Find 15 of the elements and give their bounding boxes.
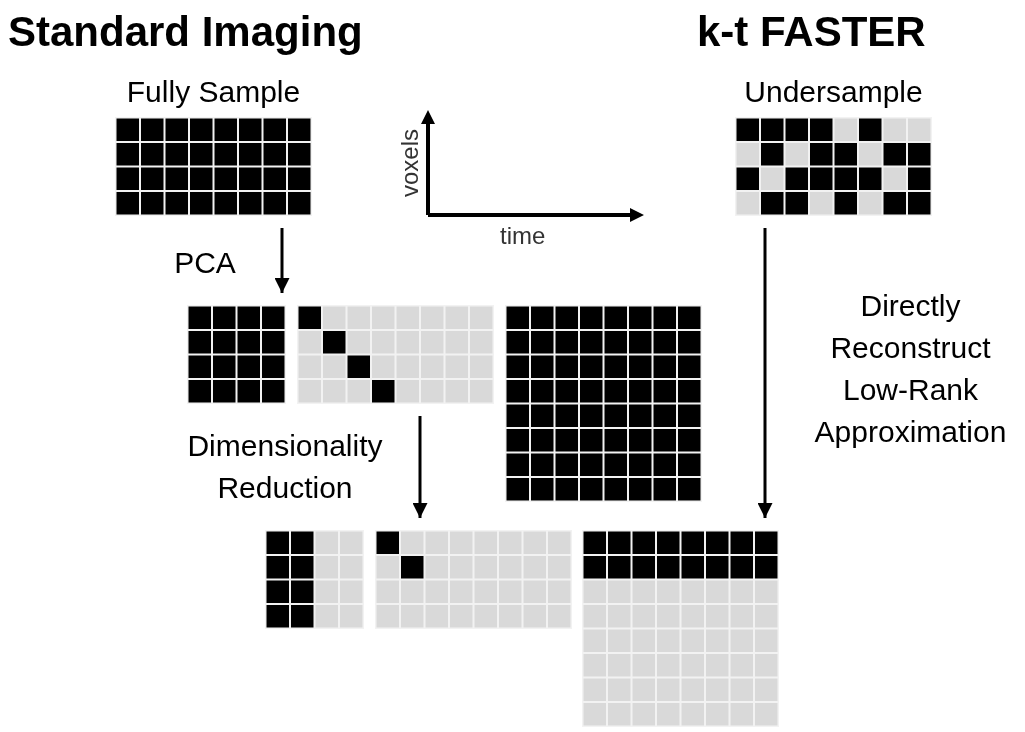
- matrix-grid: [505, 305, 702, 502]
- matrix-heading: Undersample: [743, 75, 924, 109]
- arrow: [412, 416, 428, 518]
- matrix-grid: [582, 530, 779, 727]
- arrow: [274, 228, 290, 293]
- axis-label: voxels: [396, 129, 424, 197]
- matrix-grid: [375, 530, 572, 629]
- heading: k-t FASTER: [697, 8, 926, 56]
- heading: Standard Imaging: [8, 8, 363, 56]
- axis-label: time: [500, 222, 546, 250]
- arrow: [757, 228, 773, 518]
- matrix-grid: [297, 305, 494, 404]
- matrix-grid: [265, 530, 364, 629]
- matrix-grid: [187, 305, 286, 404]
- matrix-heading: Fully Sample: [125, 75, 302, 109]
